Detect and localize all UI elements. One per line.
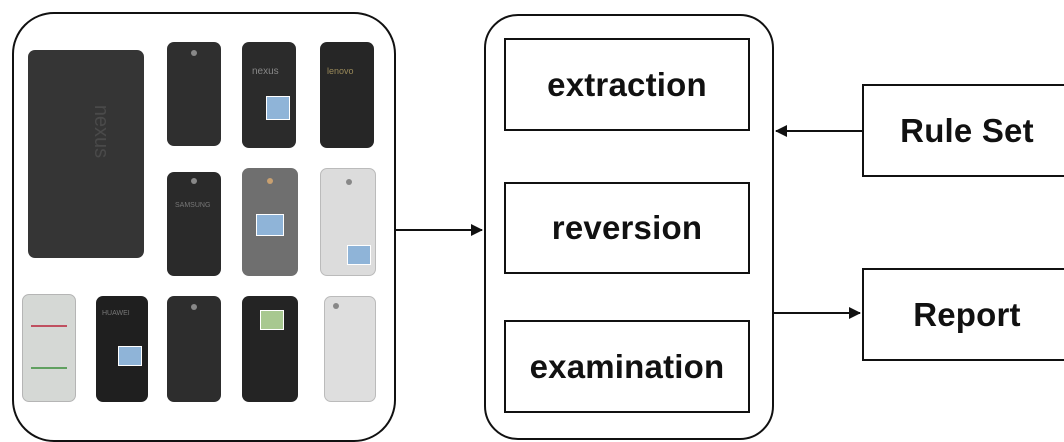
phone-device: SAMSUNG [167,172,221,276]
phone-device [242,296,298,402]
phone-brand-mark: nexus [252,66,279,77]
rule-set-box: Rule Set [862,84,1064,177]
phone-device: lenovo [320,42,374,148]
phone-device: nexus [242,42,296,148]
phone-device [167,296,221,402]
phone-device: HUAWEI [96,296,148,402]
phone-device [167,42,221,146]
report-box: Report [862,268,1064,361]
phone-device [324,296,376,402]
phone-device [320,168,376,276]
phone-brand-mark: HUAWEI [102,310,130,317]
extraction-step: extraction [504,38,750,131]
reversion-step: reversion [504,182,750,274]
phone-device [242,168,298,276]
examination-step: examination [504,320,750,413]
phone-device [22,294,76,402]
tablet-device: nexus [28,50,144,258]
phone-brand-mark: lenovo [327,66,354,76]
phone-brand-mark: SAMSUNG [175,202,211,209]
